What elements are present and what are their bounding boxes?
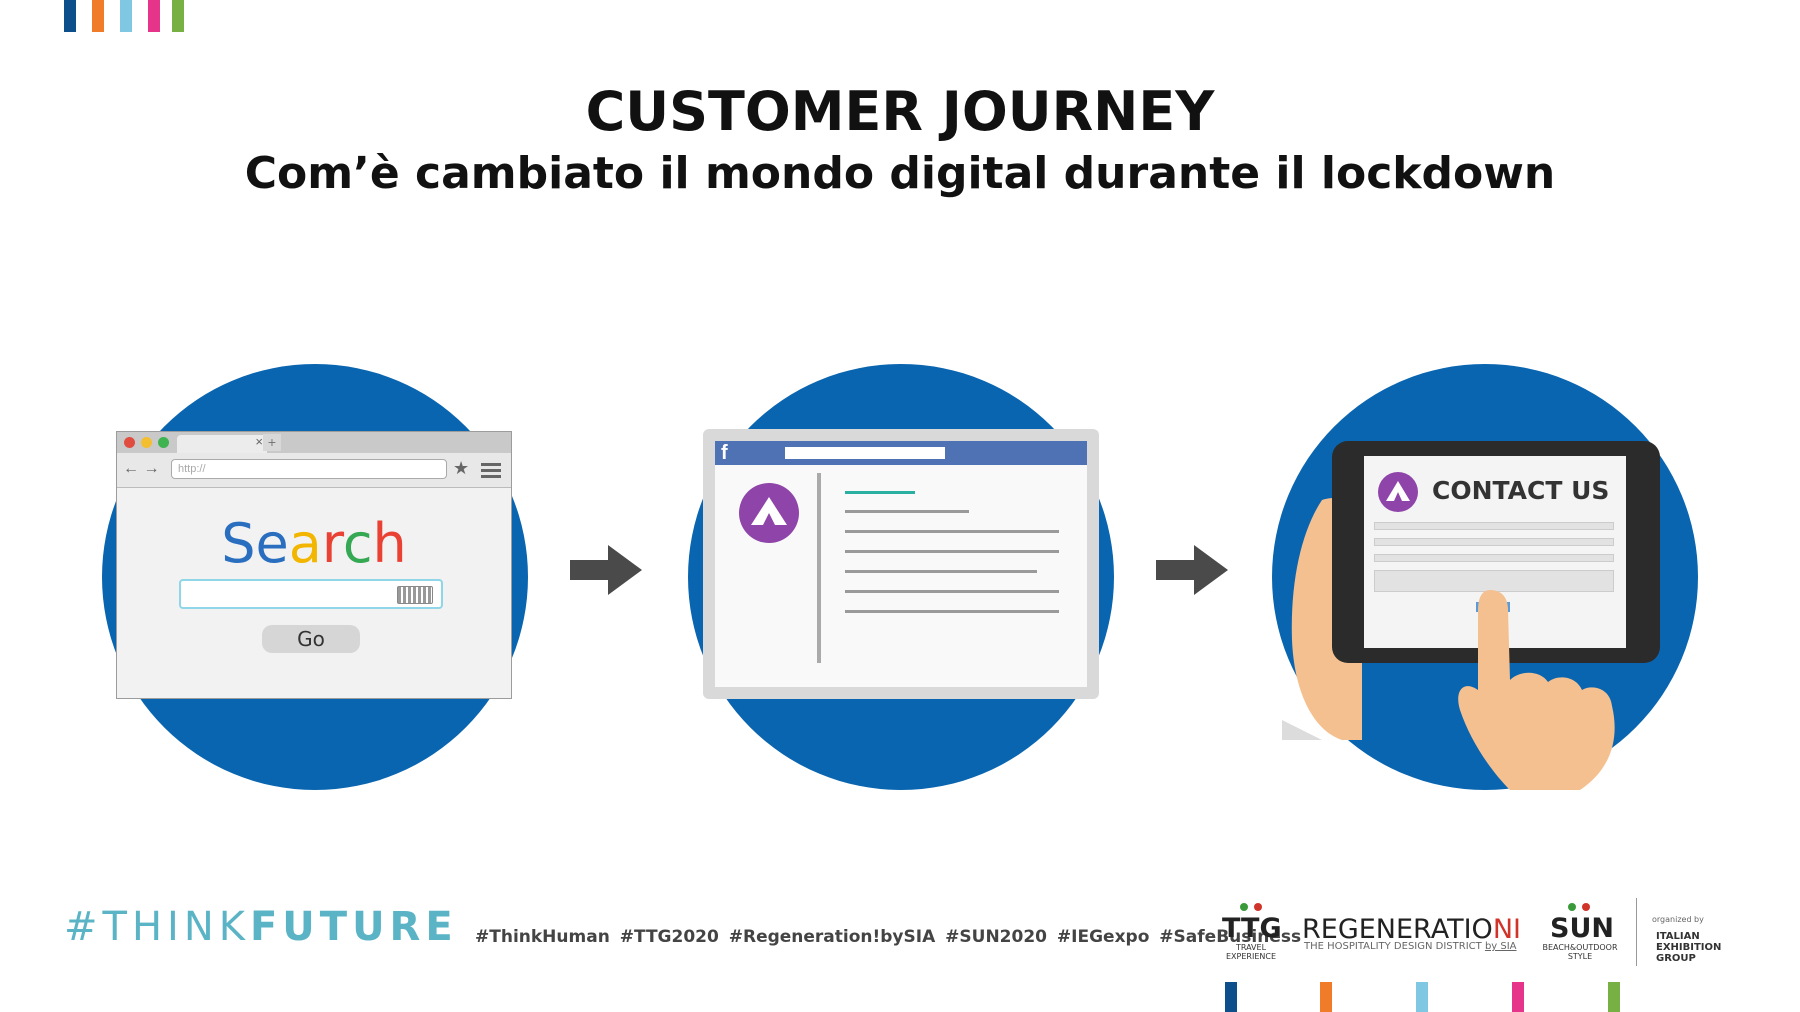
post-text-line	[845, 590, 1059, 593]
ieg-wordmark: ITALIAN EXHIBITION GROUP	[1656, 931, 1722, 964]
think-suffix: FUTURE	[249, 904, 458, 950]
new-tab-icon: +	[263, 434, 281, 451]
sun-wordmark: SUN	[1550, 913, 1614, 944]
contact-name-field	[1374, 522, 1614, 530]
post-title-line	[845, 491, 915, 494]
logo-dot	[1582, 903, 1590, 911]
brand-bar-navy	[64, 0, 76, 32]
think-prefix: #THINK	[64, 904, 250, 950]
contact-phone-field	[1374, 554, 1614, 562]
social-page-window: f	[703, 429, 1099, 699]
column-divider	[817, 473, 821, 663]
search-logo-letter: r	[321, 512, 343, 575]
social-header-bar: f	[715, 441, 1087, 465]
logo-dot	[1254, 903, 1262, 911]
menu-icon	[481, 463, 501, 481]
search-logo: Search	[117, 512, 511, 575]
brand-bar-orange	[1320, 982, 1332, 1012]
brand-bar-orange	[92, 0, 104, 32]
logo-dot	[1568, 903, 1576, 911]
ttg-subtitle: TRAVEL EXPERIENCE	[1225, 943, 1276, 961]
browser-nav-bar: ← → http:// ★	[117, 453, 511, 488]
post-text-line	[845, 570, 1037, 573]
url-field: http://	[171, 459, 447, 479]
go-button: Go	[262, 625, 360, 653]
brand-bar-navy	[1225, 982, 1237, 1012]
search-logo-letter: e	[255, 512, 289, 575]
page-title: CUSTOMER JOURNEY	[585, 80, 1215, 143]
hashtags-line: #ThinkHuman #TTG2020 #Regeneration!bySIA…	[475, 927, 1302, 947]
brand-logo	[1378, 472, 1418, 512]
social-search-field	[785, 447, 945, 459]
bookmark-star-icon: ★	[453, 458, 470, 478]
social-page-content: f	[715, 441, 1087, 687]
back-forward-icon: ← →	[123, 460, 160, 477]
organized-by-label: organized by	[1652, 915, 1704, 924]
brand-bar-green	[172, 0, 184, 32]
contact-title: CONTACT US	[1432, 476, 1610, 505]
regeneration-wordmark: REGENERATIONI	[1302, 914, 1521, 945]
brand-bar-lightblue	[120, 0, 132, 32]
brand-bar-magenta	[148, 0, 160, 32]
post-text-line	[845, 530, 1059, 533]
close-tab-icon: ×	[255, 434, 263, 449]
brand-bar-lightblue	[1416, 982, 1428, 1012]
search-logo-letter: a	[288, 512, 322, 575]
post-text-line	[845, 510, 969, 513]
minimize-dot-icon	[141, 437, 152, 448]
contact-message-field	[1374, 570, 1614, 592]
maximize-dot-icon	[158, 437, 169, 448]
think-future-logo: #THINKFUTURE	[64, 904, 458, 950]
post-text-line	[845, 610, 1059, 613]
profile-avatar	[739, 483, 799, 543]
ttg-wordmark: TTG	[1222, 913, 1282, 944]
social-network-logo: f	[721, 442, 728, 464]
browser-window: × + ← → http:// ★ Search Go	[116, 431, 512, 699]
pointing-hand-illustration	[1458, 590, 1615, 790]
search-input	[179, 579, 443, 609]
logo-dot	[1240, 903, 1248, 911]
logo-divider	[1636, 898, 1637, 966]
close-dot-icon	[124, 437, 135, 448]
arrow-right-icon	[1156, 545, 1228, 595]
regeneration-subtitle: THE HOSPITALITY DESIGN DISTRICT by SIA	[1304, 941, 1517, 952]
browser-tab: ×	[177, 434, 267, 453]
tent-icon	[1386, 481, 1410, 501]
sun-subtitle: BEACH&OUTDOOR STYLE	[1542, 943, 1618, 961]
arrow-right-icon	[570, 545, 642, 595]
keyboard-icon	[397, 586, 433, 604]
browser-tab-bar: × +	[117, 432, 511, 453]
search-logo-letter: c	[342, 512, 373, 575]
brand-bar-green	[1608, 982, 1620, 1012]
post-text-line	[845, 550, 1059, 553]
contact-email-field	[1374, 538, 1614, 546]
tent-icon	[751, 497, 787, 525]
page-subtitle: Com’è cambiato il mondo digital durante …	[244, 148, 1556, 199]
search-logo-letter: h	[372, 512, 407, 575]
search-logo-letter: S	[221, 512, 256, 575]
brand-bar-magenta	[1512, 982, 1524, 1012]
